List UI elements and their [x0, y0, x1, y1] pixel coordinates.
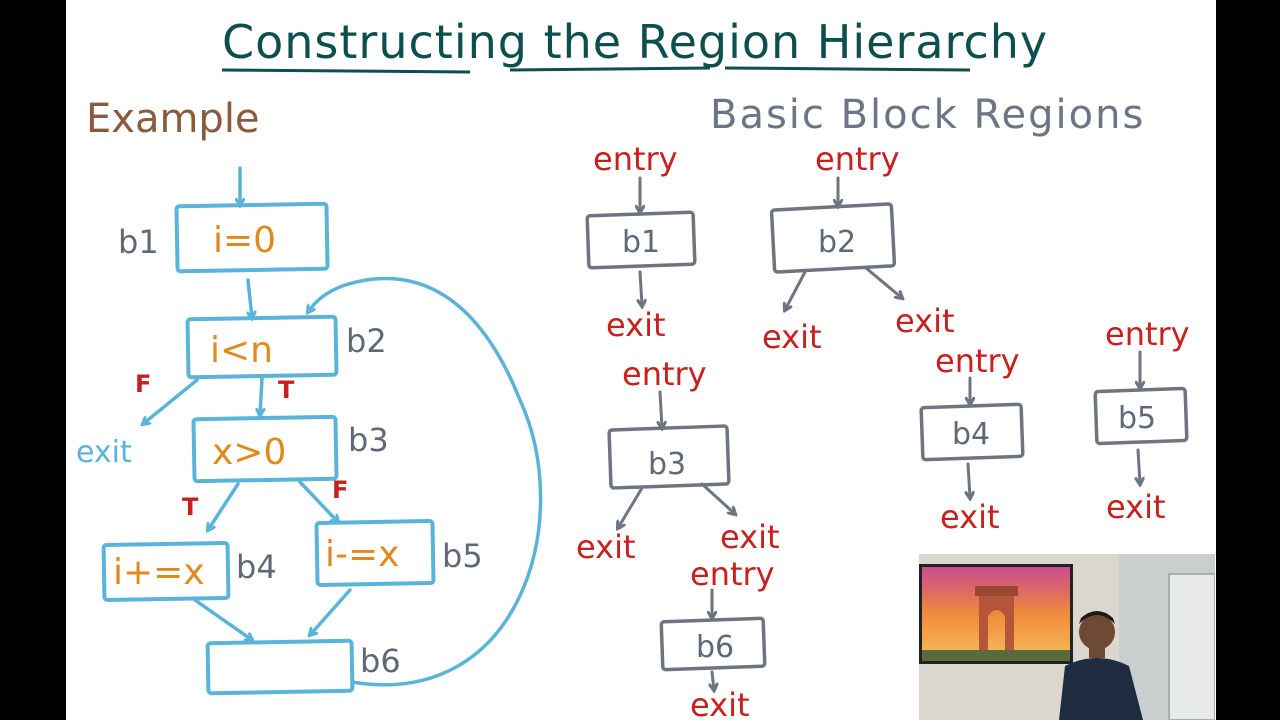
cfg-b2-code: i<n: [210, 330, 273, 371]
cfg-edge-b1-b2: [246, 278, 252, 318]
presenter-webcam: [919, 554, 1215, 720]
diagram-canvas: Constructing the Region Hierarchy Exampl…: [76, 15, 1190, 720]
region-b2-exit-1: exit: [762, 318, 822, 356]
region-b1-box: [585, 210, 697, 270]
region-b5-exit-arrow: [1138, 448, 1140, 484]
cfg-edge-b3-b5: [298, 480, 338, 522]
cfg-edge-b4-b6: [193, 598, 252, 640]
cfg-edge-b2-b3: [260, 376, 262, 415]
region-b3-exit1-arrow: [618, 486, 644, 528]
region-b6-box: [659, 616, 767, 672]
cfg-b1-label: b1: [118, 223, 159, 261]
cfg-b5-label: b5: [442, 537, 483, 575]
region-b2-label: b2: [818, 225, 856, 260]
region-b5-exit: exit: [1106, 488, 1166, 526]
region-b3-exit-2: exit: [720, 518, 780, 556]
cfg-b3-code: x>0: [212, 432, 286, 473]
region-b3-box: [607, 424, 731, 490]
region-b1-exit: exit: [606, 306, 666, 344]
cfg-b6-label: b6: [360, 642, 401, 680]
example-heading: Example: [86, 96, 260, 142]
cfg-block-b5: [314, 519, 436, 587]
region-b2-box: [769, 202, 897, 274]
cfg-block-b1: [174, 201, 330, 274]
region-b5: entry b5 exit: [1093, 315, 1190, 526]
cfg-back-edge-b6-b2: [308, 276, 543, 687]
cfg-example: i=0 b1 i<n b2 F exit T x>0 b3 T F i+=x b…: [76, 166, 543, 696]
region-b3-entry-arrow: [660, 390, 662, 428]
region-b6-exit-arrow: [712, 670, 714, 690]
region-b6-exit: exit: [690, 686, 750, 720]
cfg-block-b4: [101, 540, 231, 603]
region-b1-label: b1: [622, 225, 660, 260]
cfg-b2-false-label: F: [135, 370, 151, 398]
title-underline: [221, 66, 971, 74]
cfg-b3-true-label: T: [182, 493, 199, 521]
whiteboard: Constructing the Region Hierarchy Exampl…: [66, 0, 1216, 720]
cfg-b3-false-label: F: [332, 476, 348, 504]
tv-screen: [919, 564, 1073, 664]
region-b3-exit-1: exit: [576, 528, 636, 566]
cfg-b2-label: b2: [346, 322, 387, 360]
region-b6-entry: entry: [690, 555, 775, 593]
cfg-b2-true-label: T: [278, 376, 295, 404]
region-b1: entry b1 exit: [585, 140, 697, 344]
cfg-b3-label: b3: [348, 421, 389, 459]
cfg-block-b3: [191, 414, 339, 484]
region-b4-label: b4: [952, 417, 990, 452]
region-b4: entry b4 exit: [919, 342, 1025, 536]
region-b1-entry: entry: [593, 140, 678, 178]
cfg-b4-code: i+=x: [113, 552, 205, 593]
region-b2: entry b2 exit exit: [762, 140, 955, 356]
region-b4-exit: exit: [940, 498, 1000, 536]
cfg-b5-code: i-=x: [325, 534, 399, 575]
region-b3-entry: entry: [622, 355, 707, 393]
region-b2-exit-2: exit: [895, 302, 955, 340]
region-b6-label: b6: [696, 630, 734, 665]
region-b3-label: b3: [648, 447, 686, 482]
region-b6: entry b6 exit: [659, 555, 775, 720]
region-b5-box: [1093, 386, 1189, 446]
page-title: Constructing the Region Hierarchy: [222, 15, 1048, 69]
cfg-edge-b5-b6: [310, 588, 352, 635]
cfg-block-b2: [185, 314, 339, 380]
cfg-block-b6: [205, 638, 355, 696]
region-b1-exit-arrow: [640, 270, 642, 306]
presenter: [1059, 611, 1143, 720]
webcam-scene: [919, 554, 1215, 720]
region-b4-exit-arrow: [968, 462, 970, 498]
cfg-edge-b2-exit: [143, 378, 199, 424]
cfg-b4-label: b4: [236, 548, 277, 586]
cfg-exit-label: exit: [76, 435, 132, 470]
region-b2-entry: entry: [815, 140, 900, 178]
region-b2-exit2-arrow: [864, 266, 902, 298]
basic-block-regions-heading: Basic Block Regions: [710, 92, 1145, 138]
cfg-edge-b3-b4: [208, 482, 240, 530]
region-b5-entry: entry: [1105, 315, 1190, 353]
region-b2-exit1-arrow: [785, 270, 807, 310]
region-b3-exit2-arrow: [700, 482, 735, 514]
region-b5-label: b5: [1118, 401, 1156, 436]
region-b4-entry: entry: [935, 342, 1020, 380]
region-b4-box: [919, 402, 1025, 462]
cfg-b1-code: i=0: [213, 220, 276, 261]
region-b3: entry b3 exit exit: [576, 355, 780, 566]
